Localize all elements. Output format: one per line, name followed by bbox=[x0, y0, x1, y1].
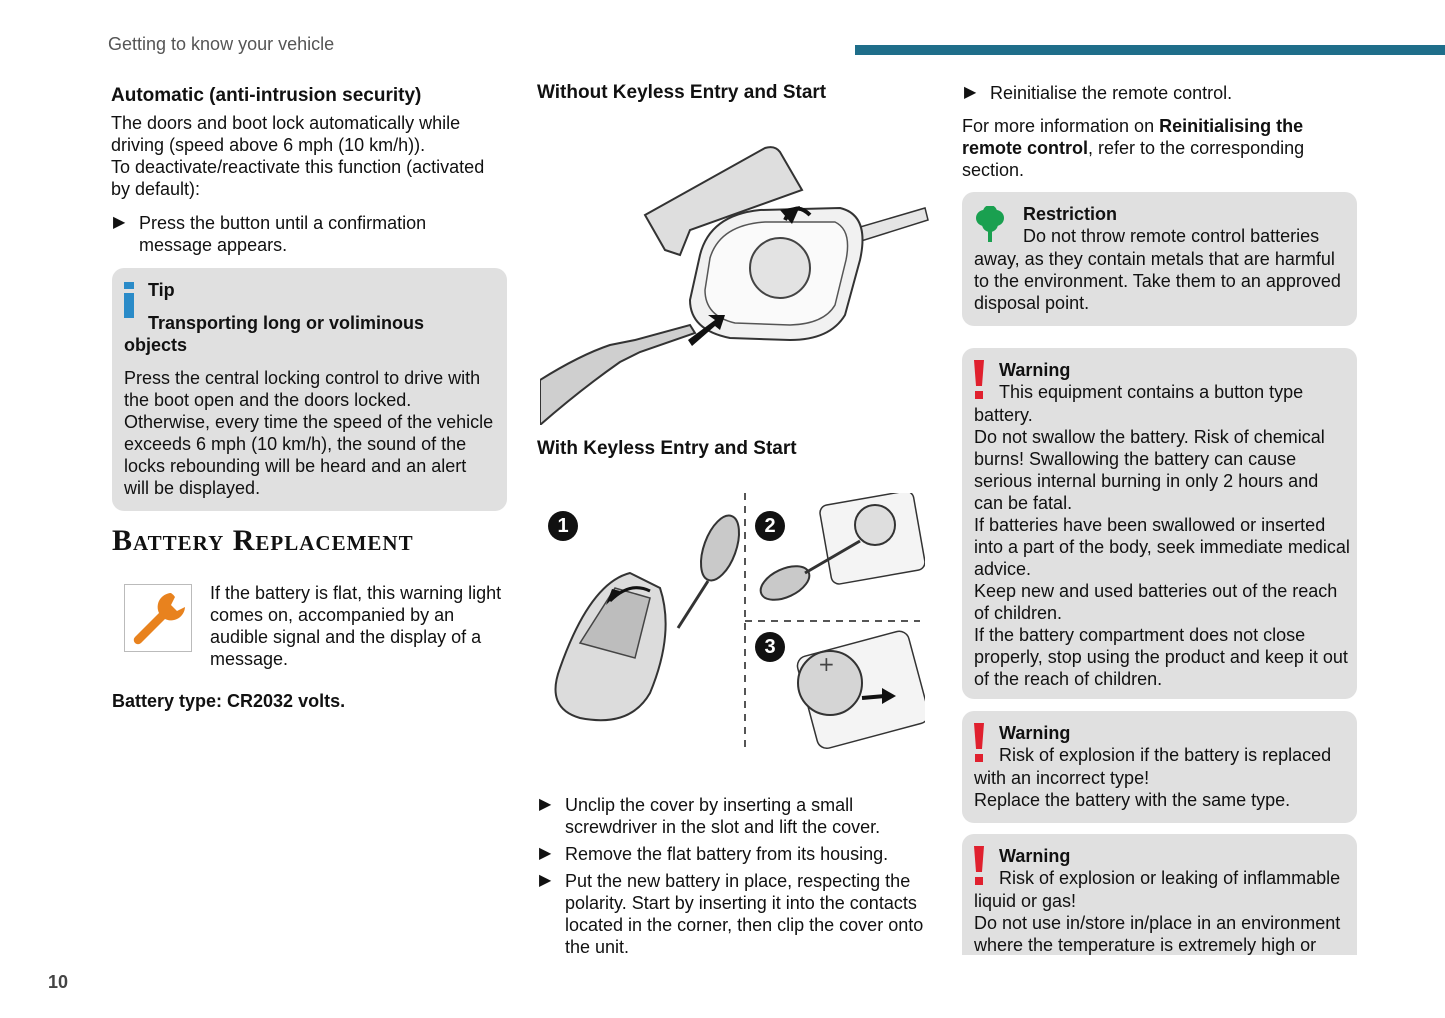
keyless-drawing: + bbox=[554, 493, 925, 750]
tree-icon bbox=[976, 206, 1004, 242]
page-number: 10 bbox=[48, 972, 69, 992]
tip-box: Tip Transporting long or voliminous obje… bbox=[112, 268, 507, 511]
tip-title: Tip bbox=[148, 280, 175, 300]
warning-3-first-line: Risk of explosion or leaking of inflamma… bbox=[999, 868, 1341, 888]
warning-2-line: Replace the battery with the same type. bbox=[974, 790, 1291, 810]
header-accent-bar bbox=[855, 45, 1445, 55]
auto-paragraph-1: The doors and boot lock automatically wh… bbox=[111, 113, 461, 155]
right-column-intro: ▶ Reinitialise the remote control. For m… bbox=[962, 82, 1342, 181]
warning-1-line: If the battery compartment does not clos… bbox=[974, 625, 1348, 689]
warning-box-1: Warning This equipment contains a button… bbox=[962, 348, 1357, 699]
auto-bullet: ▶ Press the button until a confirmation … bbox=[111, 212, 501, 256]
battery-text: If the battery is flat, this warning lig… bbox=[210, 583, 502, 669]
step-bullet-1-text: Unclip the cover by inserting a small sc… bbox=[565, 795, 881, 837]
bullet-arrow-icon: ▶ bbox=[964, 84, 977, 101]
keyless-steps-illustration: + 1 2 3 bbox=[540, 493, 925, 753]
warning-1-first-line: This equipment contains a button type bbox=[999, 382, 1304, 402]
warning-3-line: liquid or gas! bbox=[974, 891, 1077, 911]
step-2-badge: 2 bbox=[755, 511, 785, 541]
bullet-arrow-icon: ▶ bbox=[539, 872, 552, 889]
bullet-arrow-icon: ▶ bbox=[539, 845, 552, 862]
more-info-link-text: Reinitialising the remote control bbox=[962, 116, 1304, 158]
warning-1-body: battery. Do not swallow the battery. Ris… bbox=[974, 404, 1352, 690]
step-bullet-2-text: Remove the flat battery from its housing… bbox=[565, 844, 889, 864]
warning-2-line: with an incorrect type! bbox=[974, 768, 1150, 788]
info-icon bbox=[124, 282, 134, 318]
reinit-bullet-text: Reinitialise the remote control. bbox=[990, 83, 1233, 103]
step-bullet-3-text: Put the new battery in place, respecting… bbox=[565, 871, 924, 957]
exclamation-icon bbox=[974, 360, 984, 399]
restriction-box: Restriction Do not throw remote control … bbox=[962, 192, 1357, 326]
tip-body: Press the central locking control to dri… bbox=[124, 368, 494, 498]
without-keyless-heading: Without Keyless Entry and Start bbox=[537, 82, 827, 103]
warning-3-body: liquid or gas! Do not use in/store in/pl… bbox=[974, 890, 1352, 956]
svg-text:+: + bbox=[818, 652, 835, 676]
warning-1-line: Keep new and used batteries out of the r… bbox=[974, 581, 1338, 623]
reinit-bullet: ▶ Reinitialise the remote control. bbox=[962, 82, 1342, 104]
warning-2-first-line: Risk of explosion if the battery is repl… bbox=[999, 745, 1332, 765]
step-bullet-3: ▶ Put the new battery in place, respecti… bbox=[537, 870, 932, 958]
left-column: Automatic (anti-intrusion security) The … bbox=[111, 84, 501, 256]
tip-subtitle-1: Transporting long or voliminous bbox=[148, 313, 425, 333]
auto-paragraph-2: To deactivate/reactivate this function (… bbox=[111, 157, 485, 199]
battery-type: Battery type: CR2032 volts. bbox=[112, 691, 346, 711]
battery-warning-light bbox=[124, 584, 192, 652]
auto-heading: Automatic (anti-intrusion security) bbox=[111, 85, 422, 106]
exclamation-icon bbox=[974, 846, 984, 885]
auto-bullet-text: Press the button until a confirmation me… bbox=[139, 213, 427, 255]
page-bottom-mask bbox=[955, 955, 1365, 1018]
step-1-badge: 1 bbox=[548, 511, 578, 541]
running-header: Getting to know your vehicle bbox=[108, 34, 335, 54]
more-info-post: , refer to the corresponding section. bbox=[962, 138, 1305, 180]
warning-box-2: Warning Risk of explosion if the battery… bbox=[962, 711, 1357, 823]
remote-key-illustration bbox=[540, 146, 929, 425]
bullet-arrow-icon: ▶ bbox=[539, 796, 552, 813]
warning-2-body: with an incorrect type! Replace the batt… bbox=[974, 767, 1352, 811]
bullet-arrow-icon: ▶ bbox=[113, 214, 126, 231]
with-keyless-heading: With Keyless Entry and Start bbox=[537, 438, 797, 459]
exclamation-icon bbox=[974, 723, 984, 762]
more-info-paragraph: For more information on Reinitialising t… bbox=[962, 115, 1342, 181]
battery-section-title: Battery Replacement bbox=[112, 524, 414, 557]
restriction-title: Restriction bbox=[1023, 204, 1118, 224]
warning-1-line: battery. bbox=[974, 405, 1033, 425]
step-bullet-2: ▶ Remove the flat battery from its housi… bbox=[537, 843, 932, 865]
tip-subtitle-2: objects bbox=[124, 335, 188, 355]
warning-1-line: Do not swallow the battery. Risk of chem… bbox=[974, 427, 1325, 513]
restriction-body: away, as they contain metals that are ha… bbox=[974, 249, 1341, 313]
step-3-badge: 3 bbox=[755, 632, 785, 662]
warning-1-title: Warning bbox=[999, 360, 1071, 380]
keyless-instructions: ▶ Unclip the cover by inserting a small … bbox=[537, 794, 932, 958]
restriction-first-line: Do not throw remote control batteries bbox=[1023, 226, 1320, 246]
warning-3-line: Do not use in/store in/place in an envir… bbox=[974, 913, 1341, 955]
step-bullet-1: ▶ Unclip the cover by inserting a small … bbox=[537, 794, 932, 838]
wrench-icon bbox=[133, 593, 185, 645]
more-info-pre: For more information on bbox=[962, 116, 1160, 136]
warning-2-title: Warning bbox=[999, 723, 1071, 743]
warning-1-line: If batteries have been swallowed or inse… bbox=[974, 515, 1350, 579]
warning-3-title: Warning bbox=[999, 846, 1071, 866]
